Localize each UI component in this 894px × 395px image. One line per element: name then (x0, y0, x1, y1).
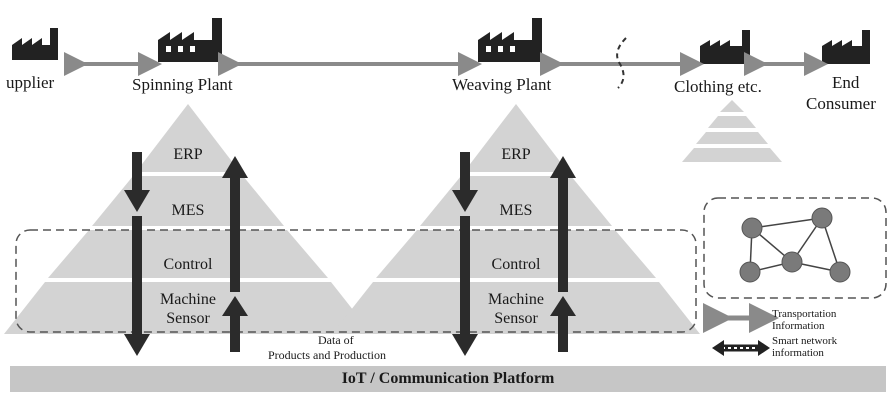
level-control: Control (163, 256, 213, 273)
pyramid-clothing (682, 100, 782, 162)
iot-platform-bar: IoT / Communication Platform (10, 366, 886, 392)
stage-label-consumer: Consumer (806, 94, 876, 113)
level-control: Control (491, 256, 541, 273)
stage-label-spinning: Spinning Plant (132, 75, 233, 94)
level-sensor: Sensor (166, 310, 210, 327)
level-machine: Machine (488, 291, 544, 308)
legend-transport-line1: Transportation (772, 308, 837, 320)
network-graph-icon (739, 207, 851, 283)
stage-label-supplier: upplier (6, 73, 55, 92)
break-mark (616, 37, 627, 89)
factory-icon (700, 30, 750, 64)
level-mes: MES (171, 202, 205, 219)
factory-icon (158, 18, 222, 62)
data-label-line1: Data of (318, 333, 354, 347)
integration-boundary (15, 229, 697, 333)
stage-label-clothing: Clothing etc. (674, 77, 762, 96)
network-box (703, 197, 887, 299)
level-erp: ERP (173, 146, 203, 163)
legend-transport-line2: Information (772, 320, 825, 332)
legend-smart-arrow (712, 340, 770, 356)
level-machine: Machine (160, 291, 216, 308)
level-mes: MES (499, 202, 533, 219)
stage-label-weaving: Weaving Plant (452, 75, 552, 94)
legend-smart-line1: Smart network (772, 335, 838, 347)
data-flow-arrows-weaving (452, 152, 576, 356)
legend-smart-line2: information (772, 347, 824, 359)
level-erp: ERP (501, 146, 531, 163)
data-label-line2: Products and Production (268, 348, 386, 362)
stage-label-end: End (832, 73, 860, 92)
factory-icon (478, 18, 542, 62)
level-sensor: Sensor (494, 310, 538, 327)
data-flow-arrows-spinning (124, 152, 248, 356)
factory-icon (822, 30, 870, 64)
factory-icon (12, 28, 58, 60)
